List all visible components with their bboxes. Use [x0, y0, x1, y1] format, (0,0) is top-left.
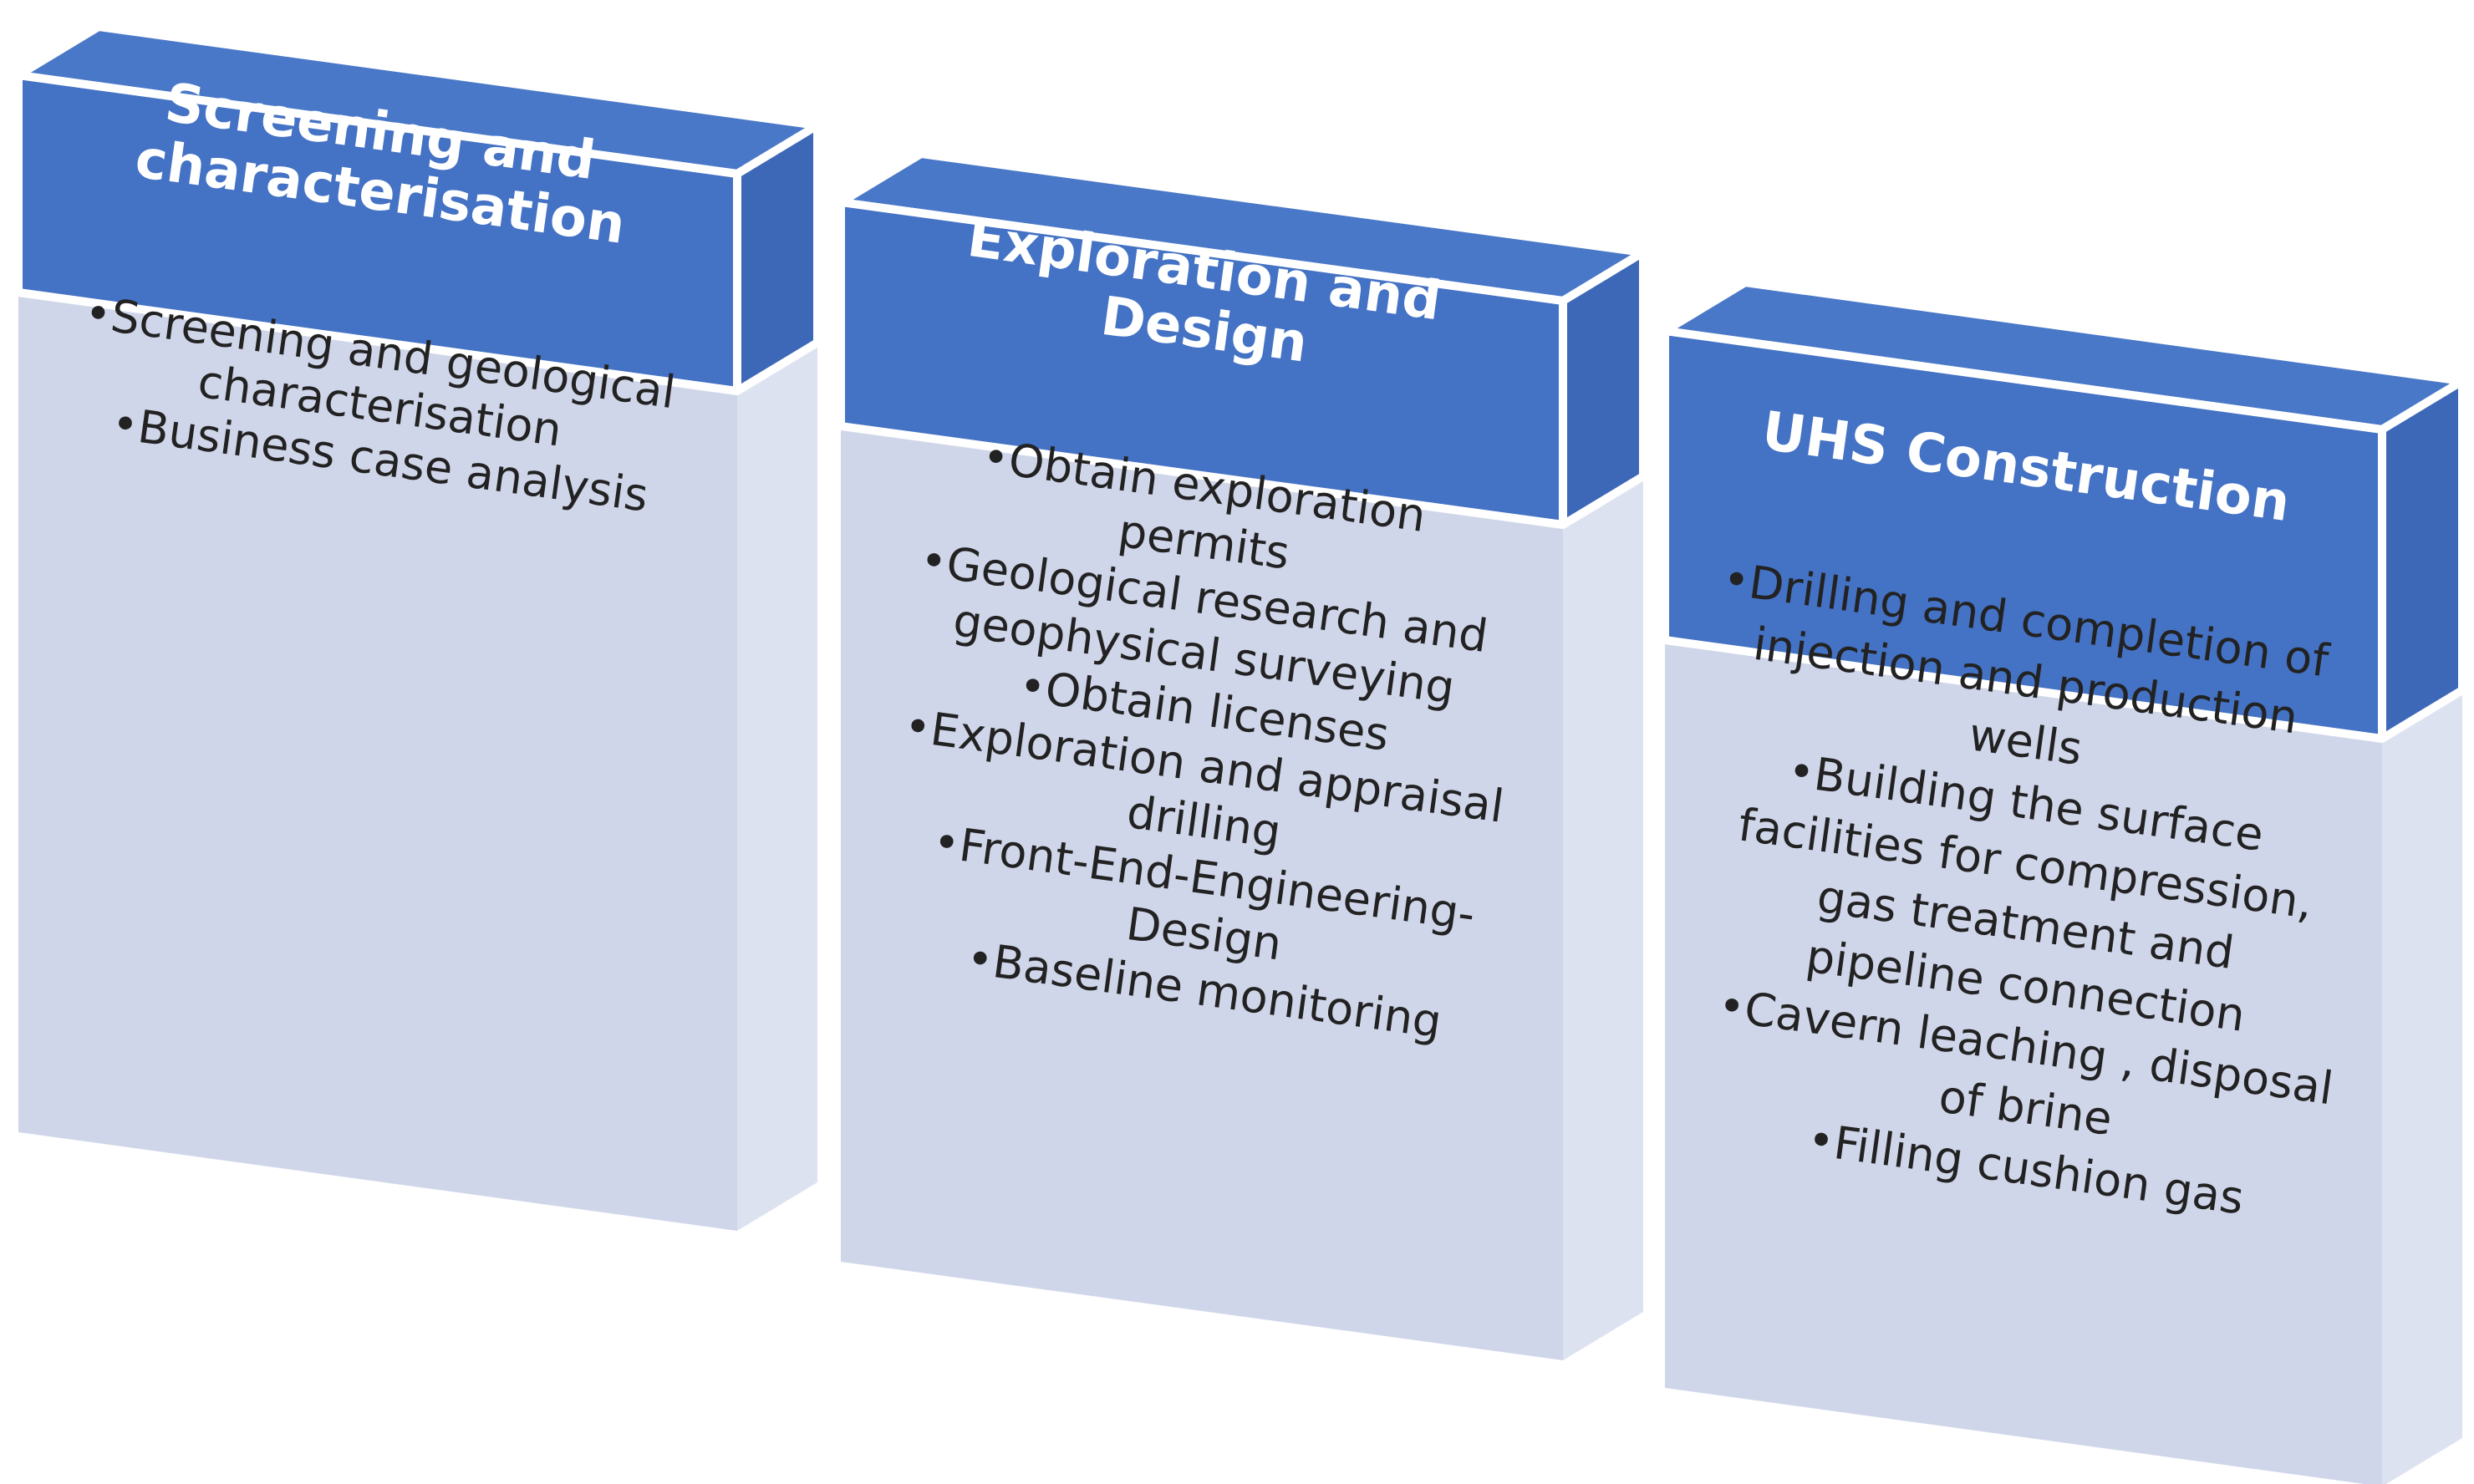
- header-front-face: [1661, 327, 2386, 743]
- body-side-face: [1563, 476, 1643, 1360]
- header-front-face: [837, 198, 1567, 529]
- body-side-face: [2382, 690, 2462, 1484]
- body-side-face: [737, 343, 817, 1231]
- body-front-face: [18, 292, 737, 1231]
- stage-block-construction: UHS Construction•Drilling and completion…: [1661, 278, 2466, 1484]
- body-front-face: [1665, 640, 2382, 1484]
- stage-block-screening: Screening andcharacterisation•Screening …: [14, 23, 822, 1231]
- header-side-face: [733, 121, 822, 395]
- header-front-face: [14, 71, 741, 395]
- header-side-face: [2378, 377, 2466, 743]
- stage-blocks: Screening andcharacterisation•Screening …: [14, 23, 2466, 1484]
- body-front-face: [841, 426, 1563, 1360]
- header-side-face: [1559, 248, 1647, 529]
